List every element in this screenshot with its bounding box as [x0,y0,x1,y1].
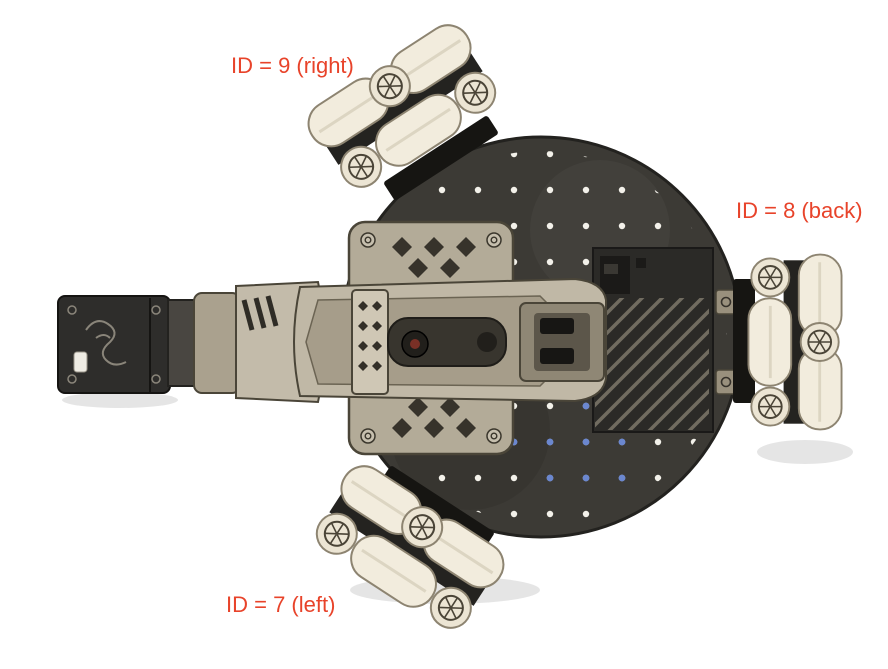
forearm-vents [241,295,279,331]
right-wheel-mount-tabs [715,289,737,395]
label-wheel-id-8-back: ID = 8 (back) [736,198,863,223]
manipulator-arm [57,277,607,404]
label-wheel-id-7-left: ID = 7 (left) [226,592,336,617]
shoulder-clamp [519,302,605,382]
label-wheel-id-9-right: ID = 9 (right) [231,53,354,78]
shoulder-strip [351,289,389,395]
gripper-plate [57,295,171,394]
connector-block [600,256,630,294]
actuator [387,317,507,367]
logo-engraving [85,320,127,366]
omni-wheel-right [747,253,843,431]
